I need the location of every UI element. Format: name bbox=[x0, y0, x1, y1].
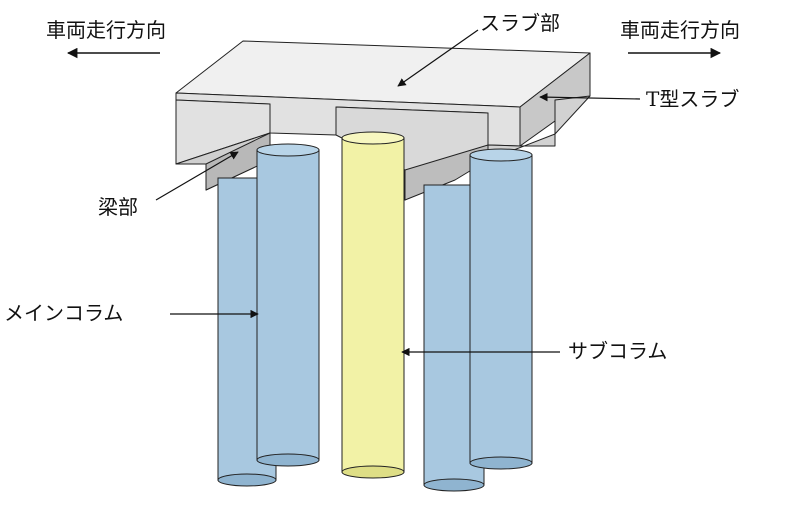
label-beam-part: 梁部 bbox=[98, 195, 138, 219]
t-slab bbox=[175, 40, 591, 201]
beam-right-front bbox=[487, 95, 591, 161]
leader-beam-part bbox=[155, 151, 239, 201]
leader-t-slab bbox=[539, 92, 641, 102]
label-slab-part: スラブ部 bbox=[480, 11, 560, 35]
direction-label-right: 車両走行方向 bbox=[620, 18, 740, 42]
label-t-slab: T型スラブ bbox=[646, 87, 739, 111]
label-sub-column: サブコラム bbox=[568, 339, 667, 363]
label-main-column: メインコラム bbox=[4, 301, 123, 325]
main-column-front-right bbox=[469, 148, 533, 470]
leader-slab-part bbox=[397, 29, 479, 87]
main-column-front-left bbox=[256, 143, 320, 467]
direction-label-left: 車両走行方向 bbox=[46, 18, 166, 42]
sub-column bbox=[341, 131, 405, 479]
